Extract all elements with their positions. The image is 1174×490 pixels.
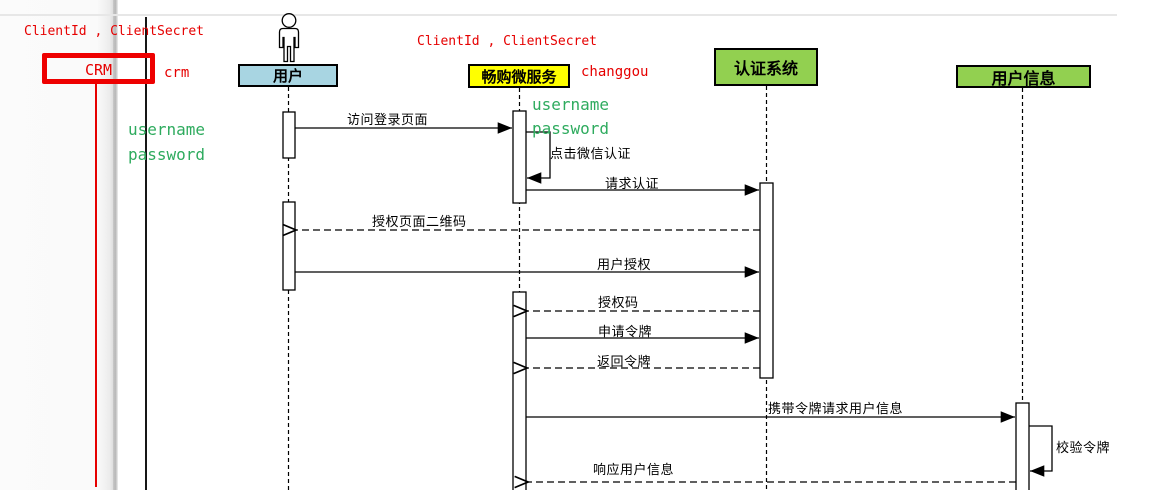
arrow-verify-token-self — [1029, 425, 1053, 477]
annotation-crm: CRM — [84, 61, 113, 79]
annotation-client-credentials-middle: ClientId , ClientSecret — [417, 34, 598, 49]
message-arrows — [295, 122, 1053, 482]
annotation-crm-small: crm — [164, 65, 190, 81]
lifelines — [287, 86, 1024, 490]
annotation-username-left: username — [128, 120, 206, 139]
message-label-request-userinfo: 携带令牌请求用户信息 — [768, 401, 904, 416]
activation-auth — [759, 182, 774, 379]
message-label-click-wechat: 点击微信认证 — [550, 146, 632, 161]
message-label-user-authorize: 用户授权 — [597, 257, 652, 272]
message-label-request-auth: 请求认证 — [605, 176, 660, 191]
activation-user-2 — [282, 201, 296, 291]
crm-highlight-rect — [42, 53, 155, 84]
activation-bars — [282, 110, 1030, 490]
arrow-click-wechat-self — [526, 131, 551, 184]
crm-red-connector-line — [95, 84, 97, 487]
lifeline-head-userinfo: 用户信息 — [956, 65, 1091, 88]
annotation-client-credentials-left: ClientId , ClientSecret — [24, 24, 205, 39]
annotation-password-middle: password — [532, 119, 610, 138]
message-label-apply-token: 申请令牌 — [598, 324, 653, 339]
message-label-verify-token: 校验令牌 — [1056, 440, 1111, 455]
message-label-auth-code: 授权码 — [598, 295, 639, 310]
activation-user-1 — [282, 111, 296, 159]
lifeline-head-auth: 认证系统 — [714, 48, 818, 86]
activation-changgou-2 — [512, 291, 527, 490]
annotation-changgou: changgou — [581, 64, 649, 80]
message-label-respond-userinfo: 响应用户信息 — [593, 462, 675, 477]
message-label-visit-login: 访问登录页面 — [347, 112, 429, 127]
window-edge-shadow — [113, 0, 118, 490]
message-label-return-token: 返回令牌 — [597, 354, 652, 369]
annotation-password-left: password — [128, 145, 206, 164]
activation-userinfo — [1015, 402, 1030, 490]
user-actor-icon — [278, 13, 300, 63]
activation-changgou-1 — [512, 110, 527, 204]
lifeline-head-user: 用户 — [238, 64, 338, 87]
top-divider-line — [0, 14, 1117, 16]
lifeline-head-changgou: 畅购微服务 — [468, 64, 570, 88]
annotation-username-middle: username — [532, 95, 610, 114]
message-label-qr-code: 授权页面二维码 — [372, 214, 467, 229]
left-black-rule — [145, 17, 147, 490]
